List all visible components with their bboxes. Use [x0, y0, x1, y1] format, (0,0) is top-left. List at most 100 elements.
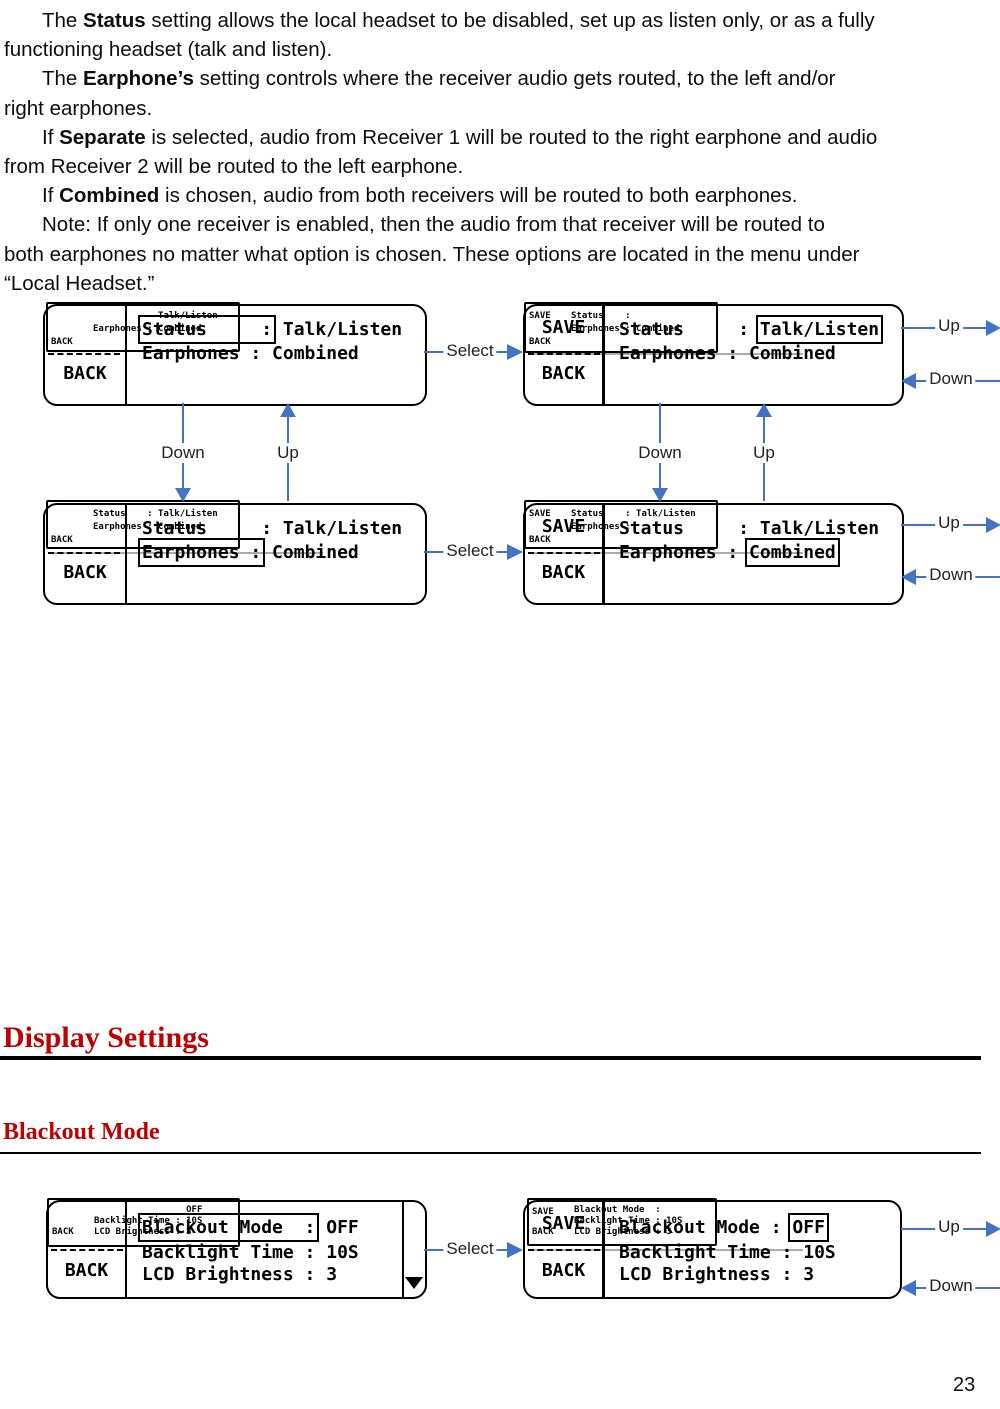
small-back-label: BACK — [529, 337, 551, 347]
small-back-label: BACK — [52, 1227, 74, 1237]
select-arrow-head — [507, 344, 523, 360]
body-text-segment: Separate — [59, 125, 146, 149]
body-text-segment: Status — [83, 9, 146, 32]
scroll-track-line — [402, 1202, 404, 1297]
softkey-separator-shadow — [533, 353, 803, 355]
up-arrow-head — [986, 1221, 1000, 1237]
softkey-separator-dashes — [528, 353, 600, 355]
back-softkey-label: BACK — [64, 1260, 109, 1281]
up-arrow-label: Up — [935, 513, 963, 533]
softkey-separator-dashes — [48, 552, 120, 554]
lcd-menu-row: Status : Talk/Listen — [137, 315, 403, 344]
up-arrow-label: Up — [935, 316, 963, 336]
lcd-menu-row: Blackout Mode : OFF — [619, 1213, 829, 1242]
body-text-segment: from Receiver 2 will be routed to the le… — [4, 155, 464, 178]
up-arrow-label: Up — [750, 443, 778, 463]
lcd-row-text: LCD Brightness : 3 — [619, 1264, 815, 1285]
select-arrow-label: Select — [443, 541, 497, 561]
small-lcd-line: Status : Talk/Listen — [571, 509, 696, 519]
heading-blackout-mode: Blackout Mode — [3, 1119, 160, 1145]
lcd-selected-field: Earphones : — [137, 538, 266, 567]
small-lcd-line: Earphones : Combined — [571, 324, 680, 334]
display-settings-rule — [0, 1056, 981, 1060]
lcd-row-text: LCD Brightness : 3 — [142, 1264, 338, 1285]
small-lcd-line: Blackout Mode : — [574, 1205, 661, 1215]
down-arrow-head — [175, 488, 191, 502]
body-text-line: The Earphone’s setting controls where th… — [42, 64, 836, 93]
lcd-divider — [125, 1202, 127, 1297]
body-text-line: both earphones no matter what option is … — [4, 240, 860, 269]
save-softkey-label: SAVE — [541, 317, 586, 338]
scroll-down-icon — [405, 1277, 423, 1289]
lcd-row-text: Talk/Listen — [272, 319, 403, 340]
lcd-menu-row: LCD Brightness : 3 — [142, 1264, 337, 1285]
lcd-row-text: Status : — [619, 319, 760, 340]
body-text-segment: “Local Headset.” — [4, 271, 155, 295]
body-text-line: If Combined is chosen, audio from both r… — [42, 181, 797, 210]
down-arrow-label: Down — [926, 369, 976, 389]
body-text-segment: is chosen, audio from both receivers wil… — [159, 184, 798, 208]
body-text-line: The Status setting allows the local head… — [42, 6, 875, 35]
small-save-label: SAVE — [529, 311, 551, 321]
body-text-segment: The — [42, 9, 84, 32]
back-softkey-label: BACK — [541, 562, 586, 583]
down-arrow-head — [901, 569, 916, 585]
lcd-selected-field: Status : — [137, 315, 277, 344]
heading-display-settings: Display Settings — [3, 1021, 209, 1054]
small-back-label: BACK — [529, 535, 551, 545]
body-text-segment: The — [42, 67, 84, 91]
lcd-row-text: OFF — [315, 1217, 359, 1238]
small-lcd-line: LCD Brightness : 3 — [94, 1227, 192, 1237]
back-softkey-label: BACK — [541, 363, 586, 384]
lcd-menu-row: Backlight Time : 10S — [142, 1242, 359, 1263]
lcd-menu-row: Earphones : Combined — [619, 538, 840, 567]
back-softkey-label: BACK — [63, 562, 107, 583]
up-arrow-label: Up — [274, 443, 302, 463]
body-text-segment: is selected, audio from Receiver 1 will … — [145, 125, 878, 149]
lcd-row-text: Status : Talk/Listen — [142, 518, 403, 539]
body-text-line: right earphones. — [4, 94, 152, 123]
body-text-segment: both earphones no matter what option is … — [4, 242, 860, 266]
body-text-segment: If — [42, 125, 60, 149]
lcd-divider — [125, 306, 127, 404]
lcd-menu-row: Earphones : Combined — [142, 343, 359, 364]
body-text-segment: right earphones. — [4, 96, 153, 120]
body-text-segment: setting allows the local headset to be d… — [145, 9, 875, 32]
lcd-divider — [602, 1202, 605, 1297]
small-lcd-line: Earphones : Combined — [93, 522, 202, 532]
softkey-separator-shadow — [53, 552, 323, 554]
small-lcd-line: Talk/Listen — [93, 311, 218, 321]
up-arrow-label: Up — [935, 1217, 963, 1237]
lcd-row-text: Earphones : Combined — [142, 343, 359, 364]
small-save-label: SAVE — [529, 509, 551, 519]
small-lcd-line: Earphones : Combined — [93, 324, 202, 334]
body-text-line: If Separate is selected, audio from Rece… — [42, 123, 877, 152]
down-arrow-head — [652, 488, 668, 502]
lcd-divider — [602, 505, 605, 603]
lcd-menu-row: Status : Talk/Listen — [619, 518, 879, 539]
body-text-line: from Receiver 2 will be routed to the le… — [4, 152, 463, 181]
small-back-label: BACK — [51, 535, 73, 545]
down-arrow-label: Down — [926, 1276, 976, 1296]
softkey-separator-dashes — [528, 552, 600, 554]
select-arrow-head — [507, 544, 523, 560]
body-text-segment: Combined — [59, 184, 160, 208]
softkey-separator-dashes — [48, 353, 120, 355]
small-save-label: SAVE — [532, 1207, 554, 1217]
select-arrow-head — [507, 1242, 523, 1258]
small-lcd-line: Backlight Time : 10S — [574, 1216, 683, 1226]
down-arrow-label: Down — [158, 443, 208, 463]
body-text-line: Note: If only one receiver is enabled, t… — [42, 210, 825, 239]
softkey-separator-shadow — [533, 1249, 803, 1251]
select-arrow-label: Select — [443, 341, 497, 361]
body-text-segment: If — [42, 184, 60, 208]
lcd-menu-row: Earphones : Combined — [137, 538, 359, 567]
